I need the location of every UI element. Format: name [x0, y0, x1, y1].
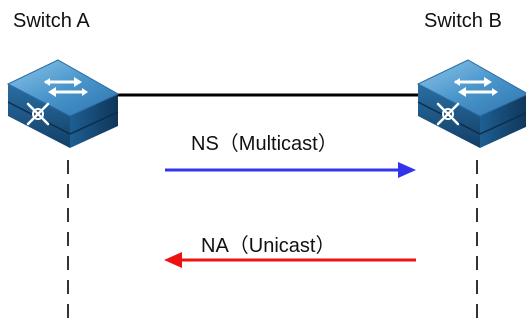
ns-message-arrow	[165, 162, 416, 178]
switch-b-icon	[416, 59, 526, 148]
switch-a-icon	[6, 59, 120, 148]
ns-message-label: NS（Multicast）	[191, 133, 338, 155]
switch-a-label: Switch A	[13, 10, 90, 32]
na-message-arrow	[164, 252, 416, 268]
switch-b-label: Switch B	[424, 10, 502, 32]
na-message-label: NA（Unicast）	[201, 235, 336, 257]
